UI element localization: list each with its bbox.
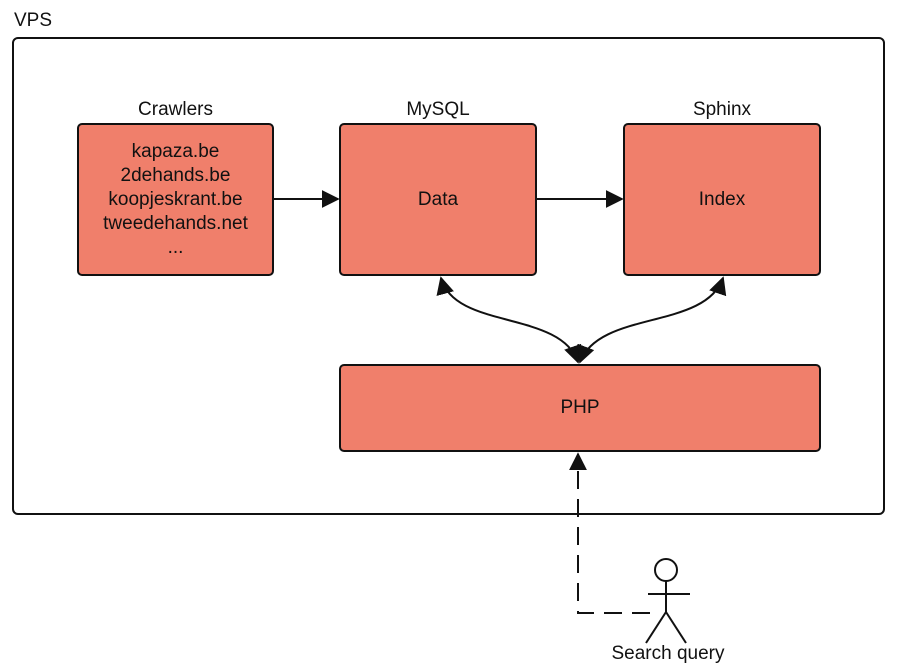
mysql-box[interactable]: Data <box>339 123 537 276</box>
actor-label: Search query <box>611 643 725 664</box>
edge-mysql-php <box>436 276 582 364</box>
crawlers-title: Crawlers <box>138 99 213 120</box>
sphinx-label: Index <box>698 188 746 210</box>
crawler-site: kapaza.be <box>131 140 220 162</box>
edge-sphinx-php <box>577 276 727 364</box>
crawler-site: 2dehands.be <box>120 164 231 186</box>
vps-label: VPS <box>14 10 53 31</box>
crawlers-box[interactable]: kapaza.be 2dehands.be koopjeskrant.be tw… <box>77 123 274 276</box>
vps-frame <box>12 37 885 515</box>
mysql-title: MySQL <box>406 99 470 120</box>
user-actor-icon <box>645 558 690 644</box>
sphinx-box[interactable]: Index <box>623 123 821 276</box>
crawler-site: tweedehands.net <box>103 212 248 234</box>
php-box[interactable]: PHP <box>339 364 821 452</box>
edge-query-to-php <box>569 452 650 614</box>
crawler-site: koopjeskrant.be <box>108 188 243 210</box>
php-label: PHP <box>560 397 600 418</box>
mysql-label: Data <box>417 188 459 210</box>
crawler-site: ... <box>167 236 184 258</box>
sphinx-title: Sphinx <box>692 99 752 120</box>
